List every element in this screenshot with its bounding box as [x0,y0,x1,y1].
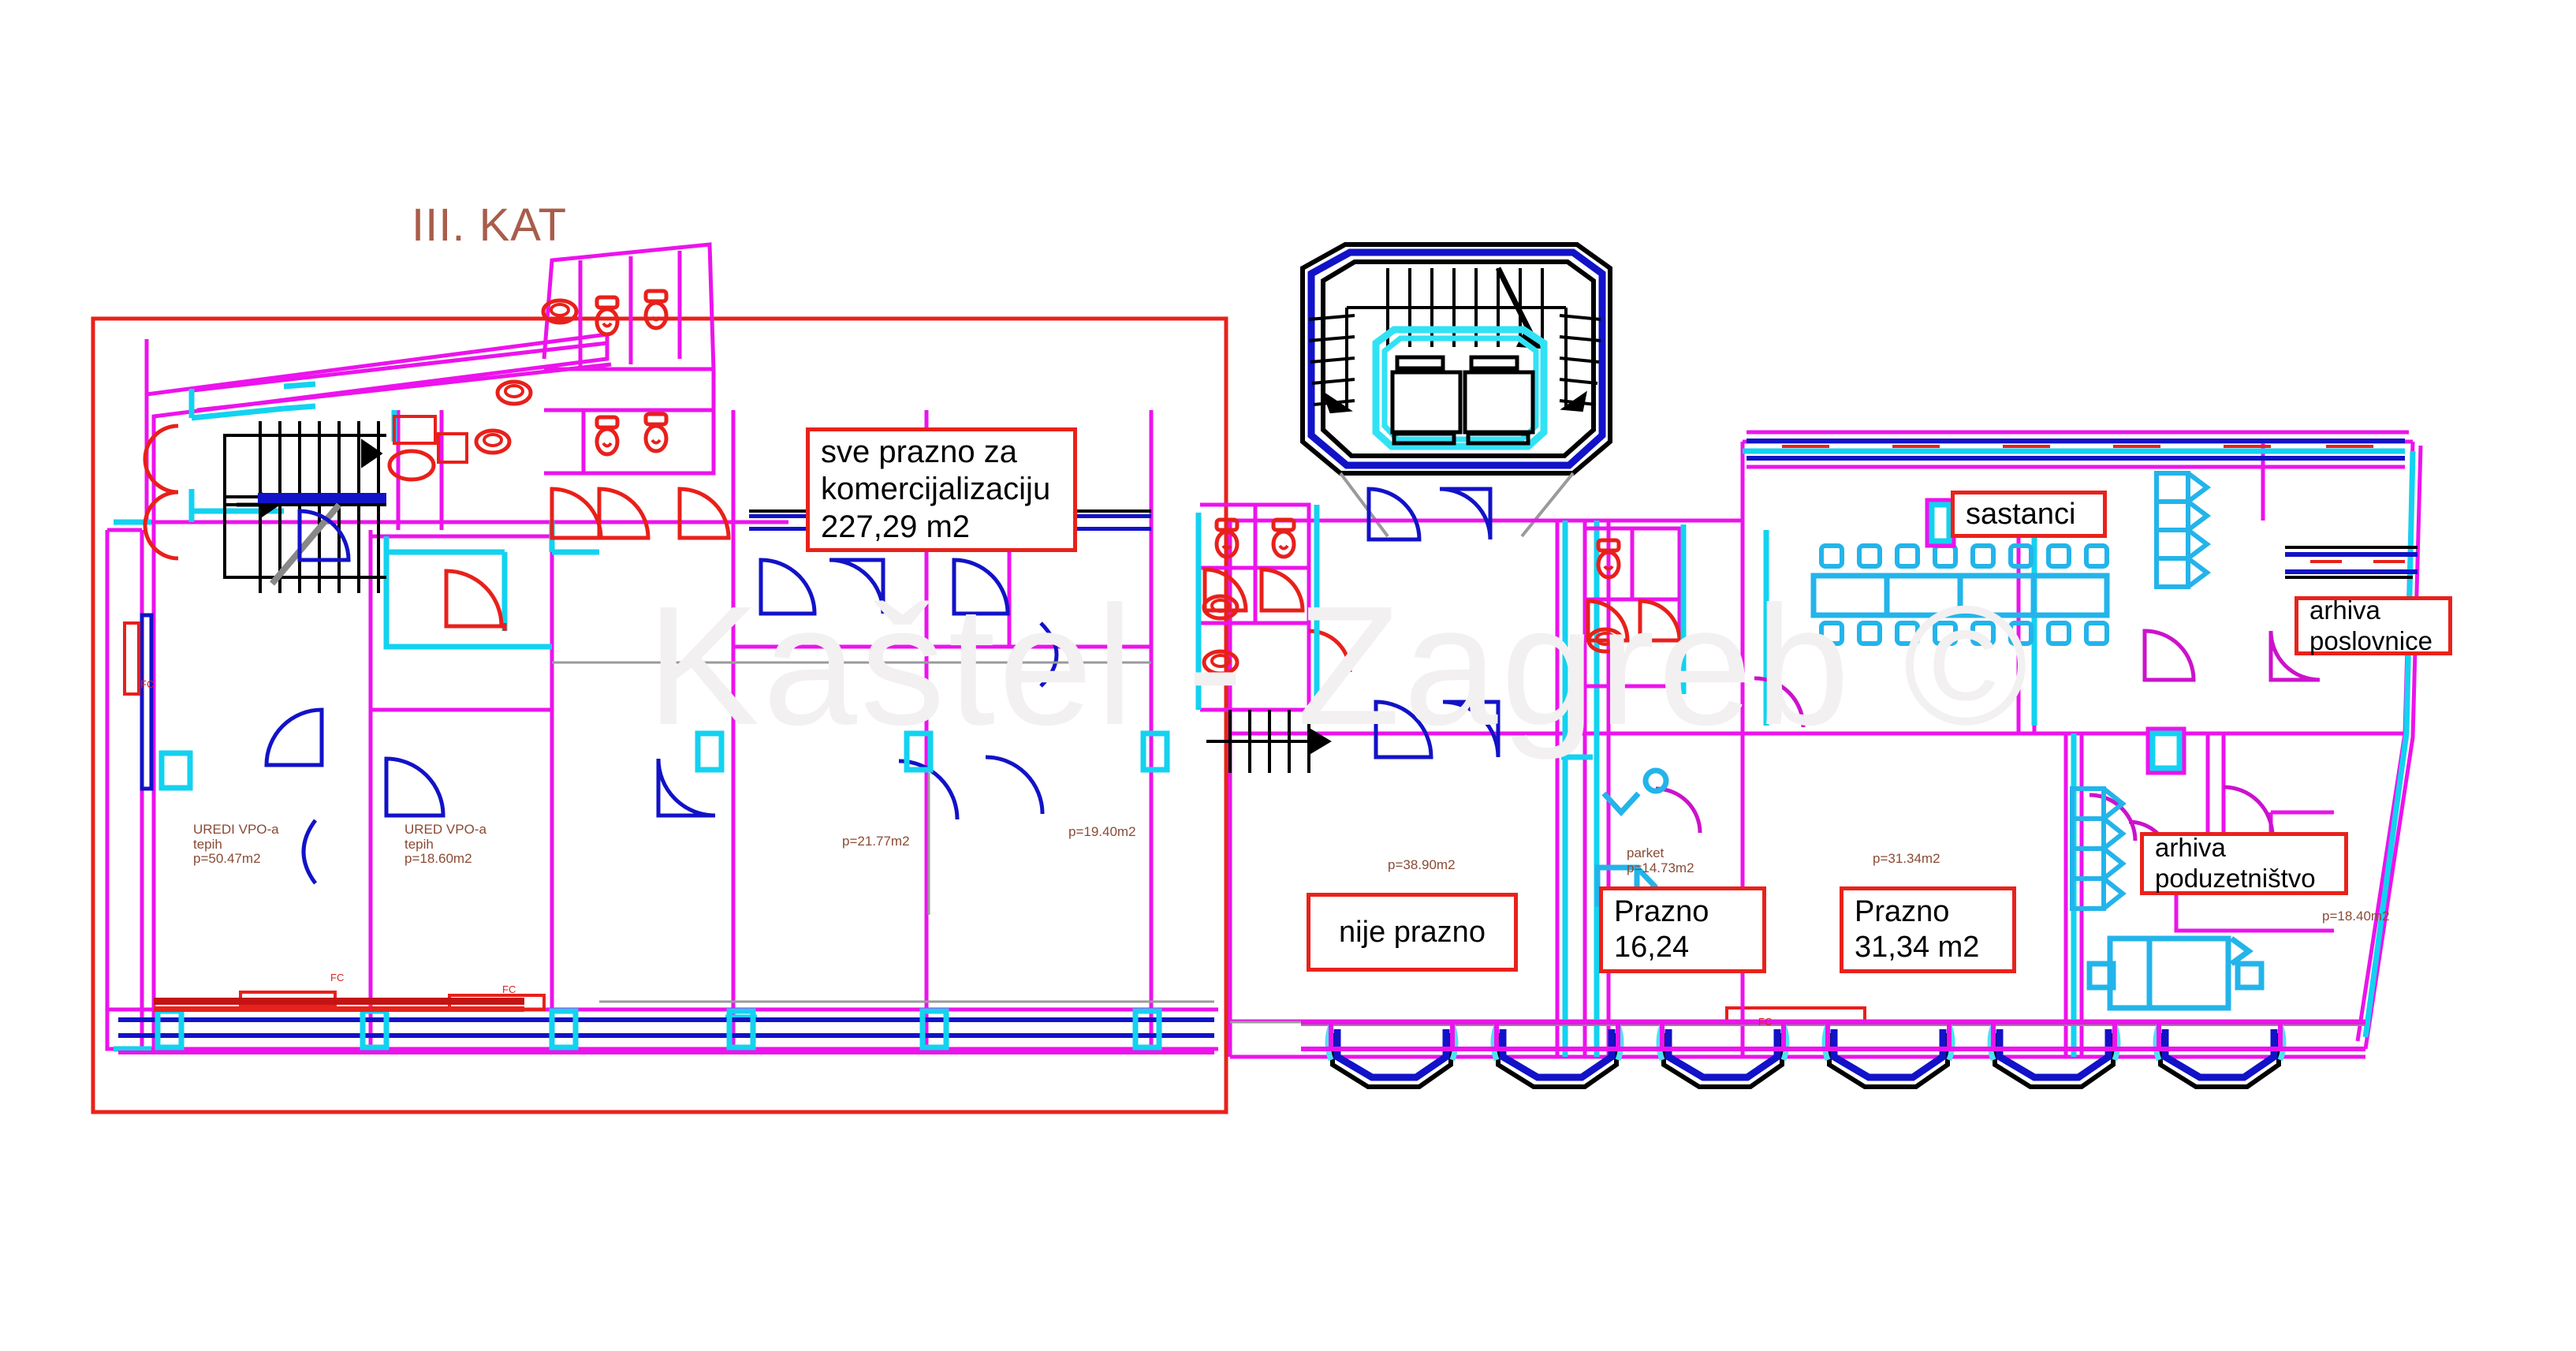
room-label-area-21-77: p=21.77m2 [842,834,910,849]
room-label-area-38-90: p=38.90m2 [1388,857,1456,872]
bay-windows [1301,1020,2365,1089]
callout-nije-prazno: nije prazno [1307,893,1518,972]
callout-line: poslovnice [2309,625,2432,655]
left-doors-blue [140,509,1059,885]
lift-lobby [1372,326,1548,450]
page-title: III. KAT [412,200,568,251]
reference-lines [552,661,1301,1024]
left-doors-red [143,424,731,631]
callout-line: komercijalizaciju [821,472,1051,507]
callout-line: sve prazno za [821,435,1018,470]
callout-line: nije prazno [1339,915,1486,949]
callout-line: Prazno [1855,895,1950,929]
left-stairwell [223,421,386,593]
callout-line: sastanci [1966,497,2076,531]
room-label-uredi-vpo-a: UREDI VPO-a tepih p=50.47m2 [193,822,279,867]
right-wc-block [1195,502,1352,773]
central-core [1300,242,1612,538]
callout-line: Prazno [1614,895,1709,929]
top-right-windows [1747,430,2409,469]
callout-line: 31,34 m2 [1855,931,1980,964]
fc-bottom-3-label: FC [1758,1016,1773,1028]
misc-cyan-elements [158,502,2183,791]
left-hatch-band [154,998,524,1012]
right-corner-window [2285,546,2418,579]
right-doors-blue [1366,487,1500,759]
conference-chairs-top [1821,546,2107,566]
cabinet-row-archive [2070,786,2127,911]
callout-line: 16,24 [1614,931,1690,964]
right-wc-block-2 [1585,524,1687,694]
callout-line: poduzetništvo [2155,864,2316,893]
callout-line: arhiva [2155,833,2226,863]
room-label-area-19-40: p=19.40m2 [1068,824,1136,839]
room-label-area-31-34: p=31.34m2 [1873,851,1940,866]
desk-right [2086,935,2265,1011]
room-label-ured-vpo-a: URED VPO-a tepih p=18.60m2 [404,822,486,867]
fc-bottom-2-label: FC [502,983,516,995]
watermark: Kaštel - Zagreb © [647,570,2031,760]
fc-bottom-1-label: FC [330,972,345,983]
left-wc-fixtures [387,291,666,482]
callout-sastanci: sastanci [1951,491,2107,538]
fc-left-wall-label: FC [140,678,155,690]
room-label-parket-14-73: parket p=14.73m2 [1627,845,1694,875]
room-label-area-18-40: p=18.40m2 [2322,909,2390,924]
callout-line: 227,29 m2 [821,509,971,544]
callout-line: arhiva [2309,595,2380,625]
elevator-cabs [1390,355,1535,446]
stair-rail [258,493,386,503]
cabinet-row-right [2154,471,2211,589]
right-wing-cyan [1561,448,2416,1057]
conference-table [1810,573,2110,618]
